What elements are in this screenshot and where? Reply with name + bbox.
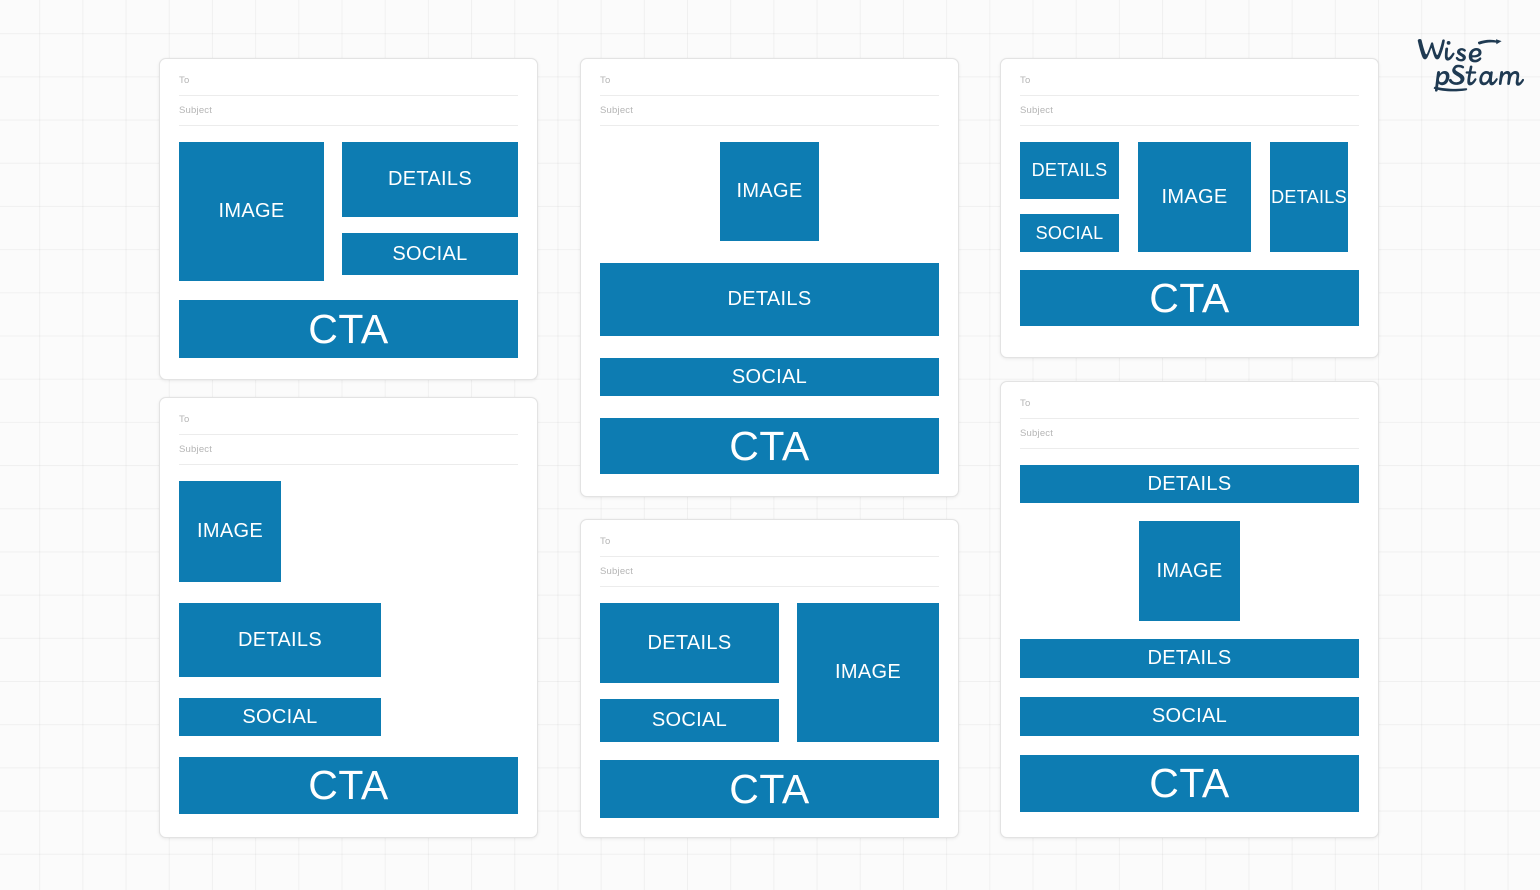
signature-preview-1: IMAGE DETAILS SOCIAL CTA	[179, 126, 518, 358]
subject-label: Subject	[1020, 105, 1054, 116]
signature-preview-5: DETAILS SOCIAL IMAGE CTA	[600, 587, 939, 818]
to-field-3[interactable]: To	[1020, 66, 1359, 96]
to-label: To	[1020, 75, 1031, 86]
to-field-2[interactable]: To	[600, 66, 939, 96]
cta-block[interactable]: CTA	[1020, 755, 1359, 812]
subject-field-2[interactable]: Subject	[600, 96, 939, 126]
email-layout-card-6[interactable]: To Subject DETAILS IMAGE DETAILS SOCIAL …	[1000, 381, 1379, 838]
to-label: To	[1020, 398, 1031, 409]
to-field-1[interactable]: To	[179, 66, 518, 96]
details-block-top[interactable]: DETAILS	[1020, 465, 1359, 503]
to-label: To	[600, 536, 611, 547]
subject-field-4[interactable]: Subject	[179, 435, 518, 465]
details-block-bottom[interactable]: DETAILS	[1020, 639, 1359, 678]
details-block-right[interactable]: DETAILS	[1270, 142, 1348, 252]
cta-block[interactable]: CTA	[1020, 270, 1359, 326]
cta-block[interactable]: CTA	[600, 418, 939, 474]
details-block[interactable]: DETAILS	[342, 142, 518, 217]
subject-field-3[interactable]: Subject	[1020, 96, 1359, 126]
image-block[interactable]: IMAGE	[797, 603, 939, 742]
image-block[interactable]: IMAGE	[1138, 142, 1251, 252]
signature-preview-3: DETAILS SOCIAL IMAGE DETAILS CTA	[1020, 126, 1359, 326]
to-field-4[interactable]: To	[179, 405, 518, 435]
subject-label: Subject	[600, 105, 634, 116]
subject-label: Subject	[600, 566, 634, 577]
social-block[interactable]: SOCIAL	[600, 699, 779, 742]
subject-label: Subject	[179, 444, 213, 455]
subject-field-5[interactable]: Subject	[600, 557, 939, 587]
details-block[interactable]: DETAILS	[1020, 142, 1119, 199]
to-field-5[interactable]: To	[600, 527, 939, 557]
subject-label: Subject	[1020, 428, 1054, 439]
social-block[interactable]: SOCIAL	[600, 358, 939, 396]
to-label: To	[600, 75, 611, 86]
social-block[interactable]: SOCIAL	[1020, 214, 1119, 252]
signature-preview-2: IMAGE DETAILS SOCIAL CTA	[600, 126, 939, 474]
subject-field-1[interactable]: Subject	[179, 96, 518, 126]
to-label: To	[179, 414, 190, 425]
image-block[interactable]: IMAGE	[720, 142, 819, 241]
to-field-6[interactable]: To	[1020, 389, 1359, 419]
cta-block[interactable]: CTA	[600, 760, 939, 818]
subject-field-6[interactable]: Subject	[1020, 419, 1359, 449]
signature-preview-4: IMAGE DETAILS SOCIAL CTA	[179, 465, 518, 814]
signature-preview-6: DETAILS IMAGE DETAILS SOCIAL CTA	[1020, 449, 1359, 812]
social-block[interactable]: SOCIAL	[179, 698, 381, 736]
image-block[interactable]: IMAGE	[1139, 521, 1240, 621]
cta-block[interactable]: CTA	[179, 757, 518, 814]
email-layout-card-5[interactable]: To Subject DETAILS SOCIAL IMAGE CTA	[580, 519, 959, 838]
social-block[interactable]: SOCIAL	[1020, 697, 1359, 736]
cta-block[interactable]: CTA	[179, 300, 518, 358]
social-block[interactable]: SOCIAL	[342, 233, 518, 275]
email-layout-card-4[interactable]: To Subject IMAGE DETAILS SOCIAL CTA	[159, 397, 538, 838]
image-block[interactable]: IMAGE	[179, 481, 281, 582]
image-block[interactable]: IMAGE	[179, 142, 324, 281]
details-block[interactable]: DETAILS	[179, 603, 381, 677]
email-layout-card-1[interactable]: To Subject IMAGE DETAILS SOCIAL CTA	[159, 58, 538, 380]
wisestamp-logo	[1414, 26, 1532, 92]
to-label: To	[179, 75, 190, 86]
details-block[interactable]: DETAILS	[600, 603, 779, 683]
subject-label: Subject	[179, 105, 213, 116]
email-layout-card-2[interactable]: To Subject IMAGE DETAILS SOCIAL CTA	[580, 58, 959, 497]
email-layout-card-3[interactable]: To Subject DETAILS SOCIAL IMAGE DETAILS …	[1000, 58, 1379, 358]
details-block[interactable]: DETAILS	[600, 263, 939, 336]
